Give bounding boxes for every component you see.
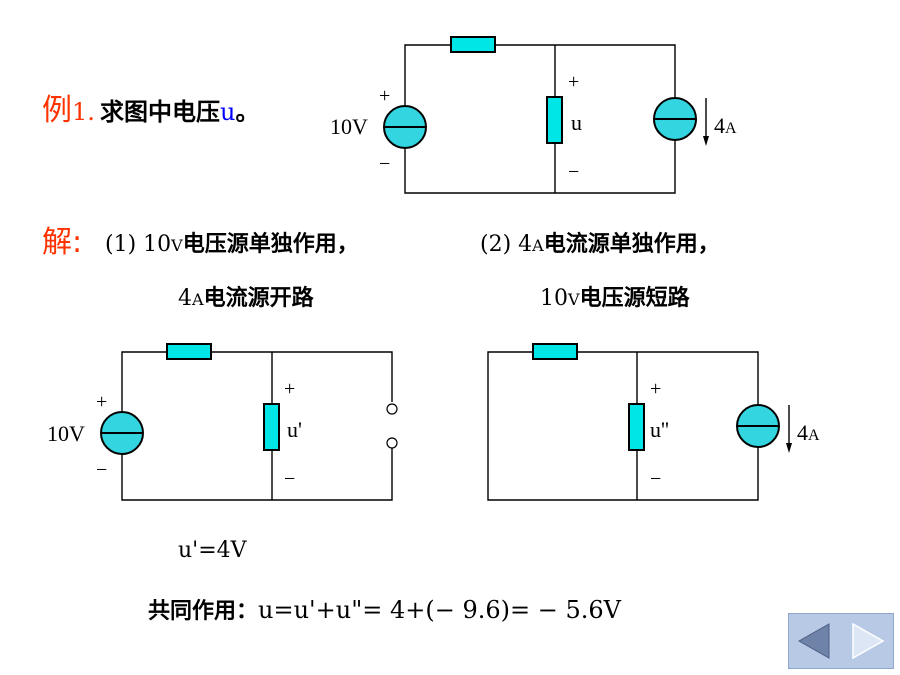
prev-arrow-icon — [797, 623, 830, 659]
slide-navigation — [788, 613, 894, 669]
circuit-main-u-label: u — [571, 110, 582, 135]
combined-result: 共同作用：u=u'+u"= 4+(− 9.6)= − 5.6V — [148, 598, 621, 623]
circuit-b-top-resistor — [532, 343, 578, 360]
case2-index: (2) 4 — [480, 232, 533, 257]
case1-heading: (1) 10V电压源单独作用， — [105, 234, 359, 256]
prev-slide-button[interactable] — [789, 614, 841, 668]
circuit-b-arrowhead-icon — [786, 443, 792, 453]
example-prefix: 例 — [42, 93, 72, 128]
circuit-b-current-value: 4A — [797, 420, 820, 445]
case2-text: 电流源单独作用， — [543, 232, 720, 257]
example-var: u — [220, 98, 236, 126]
example-heading: 例1. 求图中电压u。 — [42, 96, 259, 126]
circuit-main-src-plus: + — [379, 85, 390, 107]
case1-unit: V — [171, 236, 183, 255]
case1-index: (1) 10 — [105, 232, 172, 257]
case2-sub-value: 10 — [540, 286, 568, 311]
circuit-b-u-label: u'' — [650, 417, 669, 442]
circuit-main-middle-resistor — [546, 96, 563, 144]
circuit-main-top-resistor — [450, 36, 496, 53]
circuit-a-u-plus: + — [284, 378, 295, 400]
case2-sub-text: 电压源短路 — [579, 286, 690, 311]
circuit-a-loop — [121, 351, 393, 501]
circuit-main-loop — [404, 44, 676, 194]
circuit-main-arrowhead-icon — [703, 136, 709, 146]
circuit-a-src-plus: + — [96, 391, 107, 413]
solution-line: 解: — [42, 228, 82, 258]
circuit-a-middle-resistor — [263, 403, 280, 451]
combined-label: 共同作用： — [148, 599, 259, 624]
example-number: 1. — [72, 98, 95, 126]
combined-equation: u=u'+u"= 4+(− 9.6)= − 5.6V — [258, 596, 621, 624]
circuit-main-src-minus: − — [379, 153, 390, 175]
case2-heading: (2) 4A电流源单独作用， — [480, 234, 720, 256]
circuit-b-u-plus: + — [650, 378, 661, 400]
circuit-main-u-plus: + — [568, 71, 579, 93]
circuit-a-src-label: 10V — [47, 421, 85, 446]
circuit-b-middle-resistor — [628, 403, 645, 451]
circuit-main-current-value: 4A — [714, 113, 737, 138]
circuit-a-open-terminal-top — [386, 403, 398, 415]
circuit-a-top-resistor — [166, 343, 212, 360]
circuit-a-u-label: u' — [287, 417, 302, 442]
solution-label: 解: — [42, 225, 83, 260]
circuit-main-u-minus: − — [568, 161, 579, 183]
example-question: 求图中电压 — [100, 98, 220, 126]
next-slide-button[interactable] — [841, 614, 893, 668]
next-arrow-icon — [852, 622, 885, 660]
example-end: 。 — [235, 98, 260, 126]
circuit-b-u-minus: − — [650, 468, 661, 490]
circuit-a-open-terminal-bottom — [386, 437, 398, 449]
circuit-a-src-minus: − — [96, 459, 107, 481]
case1-text: 电压源单独作用， — [182, 232, 359, 257]
circuit-b: + u'' − 4A — [487, 343, 820, 501]
case1-subheading: 4A电流源开路 — [178, 288, 314, 310]
circuit-a: + − 10V + u' − — [47, 343, 398, 501]
circuit-a-u-minus: − — [284, 468, 295, 490]
circuit-main-src-label: 10V — [330, 114, 368, 139]
case1-sub-unit: A — [192, 290, 204, 309]
case1-sub-value: 4 — [178, 286, 192, 311]
circuit-b-loop — [487, 351, 759, 501]
circuit-main: + − 10V + u − 4A — [330, 36, 737, 194]
case1-sub-text: 电流源开路 — [203, 286, 314, 311]
case2-unit: A — [532, 236, 544, 255]
result-a: u'=4V — [178, 538, 247, 563]
case2-sub-unit: V — [568, 290, 580, 309]
case2-subheading: 10V电压源短路 — [540, 288, 690, 310]
